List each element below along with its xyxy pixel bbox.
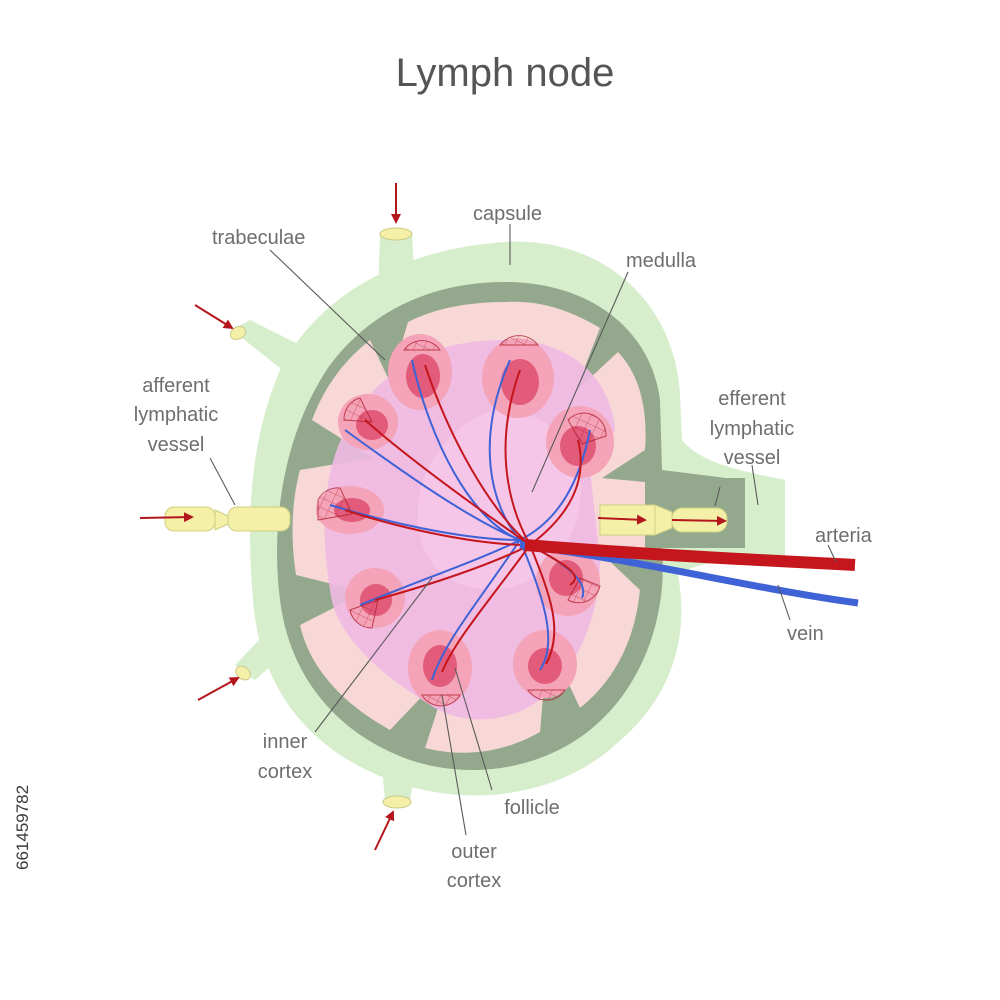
- label-capsule: capsule: [473, 203, 542, 225]
- label-inner-cortex-line-2: cortex: [258, 761, 312, 783]
- follicle: [408, 630, 472, 706]
- efferent-flow-arrow: [671, 515, 727, 526]
- label-trabeculae: trabeculae: [212, 227, 305, 249]
- follicle: [388, 334, 452, 410]
- label-afferent-line-2: lymphatic: [134, 404, 218, 426]
- main-artery: [524, 539, 856, 571]
- label-outer-cortex-line-1: outer: [451, 841, 497, 863]
- inflow-arrows: [194, 183, 401, 851]
- afferent-lymph-vessel: [164, 506, 291, 532]
- label-afferent-line-1: afferent: [142, 375, 210, 397]
- label-vein: vein: [787, 623, 824, 645]
- vessel-tips: [229, 227, 413, 809]
- label-efferent-line-3: vessel: [724, 447, 781, 469]
- label-arteria: arteria: [815, 525, 873, 547]
- arteries: [344, 364, 582, 673]
- follicle: [513, 630, 577, 698]
- diagram-title: Lymph node: [396, 51, 615, 95]
- label-medulla: medulla: [626, 250, 697, 272]
- efferent-flow-arrow: [597, 514, 647, 525]
- label-efferent-line-2: lymphatic: [710, 418, 794, 440]
- label-inner-cortex-line-1: inner: [263, 731, 308, 753]
- stock-id: 661459782: [13, 785, 32, 870]
- label-efferent-line-1: efferent: [718, 388, 786, 410]
- afferent-flow-arrow: [139, 512, 194, 523]
- label-outer-cortex-line-2: cortex: [447, 870, 501, 892]
- label-follicle: follicle: [504, 797, 560, 819]
- label-afferent-line-3: vessel: [148, 434, 205, 456]
- leader-lines: [209, 224, 837, 836]
